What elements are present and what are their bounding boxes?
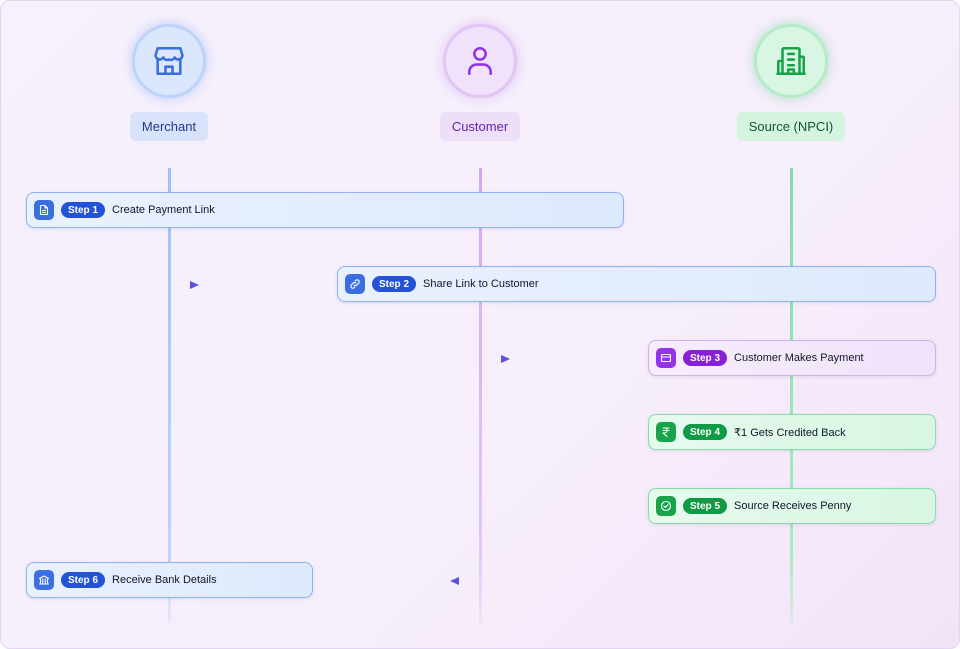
actor-customer-circle	[443, 24, 517, 98]
step-3: Step 3 Customer Makes Payment	[648, 340, 936, 376]
arrow-customer-to-source	[449, 355, 510, 363]
step-4: Step 4 ₹1 Gets Credited Back	[648, 414, 936, 450]
actor-source: Source (NPCI)	[731, 24, 851, 141]
link-icon	[345, 274, 365, 294]
step-label: Customer Makes Payment	[734, 352, 864, 364]
step-badge: Step 6	[61, 572, 106, 588]
building-icon	[776, 46, 806, 76]
lifeline-merchant	[168, 168, 171, 623]
step-5: Step 5 Source Receives Penny	[648, 488, 936, 524]
step-badge: Step 3	[683, 350, 728, 366]
step-badge: Step 4	[683, 424, 728, 440]
step-6: Step 6 Receive Bank Details	[26, 562, 313, 598]
document-icon	[34, 200, 54, 220]
actor-merchant-circle	[132, 24, 206, 98]
step-badge: Step 5	[683, 498, 728, 514]
lifeline-customer	[479, 168, 482, 623]
step-2: Step 2 Share Link to Customer	[337, 266, 936, 302]
step-1: Step 1 Create Payment Link	[26, 192, 624, 228]
actor-merchant: Merchant	[109, 24, 229, 141]
step-label: ₹1 Gets Credited Back	[734, 426, 846, 439]
step-label: Receive Bank Details	[112, 574, 217, 586]
actor-customer: Customer	[420, 24, 540, 141]
arrow-merchant-to-customer	[138, 281, 199, 289]
store-icon	[154, 46, 184, 76]
step-badge: Step 2	[372, 276, 417, 292]
step-label: Source Receives Penny	[734, 500, 852, 512]
actor-merchant-label: Merchant	[129, 112, 209, 141]
step-label: Share Link to Customer	[423, 278, 539, 290]
rupee-icon	[656, 422, 676, 442]
step-badge: Step 1	[61, 202, 106, 218]
check-circle-icon	[656, 496, 676, 516]
card-icon	[656, 348, 676, 368]
bank-icon	[34, 570, 54, 590]
actor-source-circle	[754, 24, 828, 98]
lifeline-source	[790, 168, 793, 623]
actor-customer-label: Customer	[439, 112, 521, 141]
actor-source-label: Source (NPCI)	[736, 112, 846, 141]
user-icon	[468, 46, 492, 76]
arrow-source-to-merchant	[450, 577, 510, 585]
step-label: Create Payment Link	[112, 204, 215, 216]
